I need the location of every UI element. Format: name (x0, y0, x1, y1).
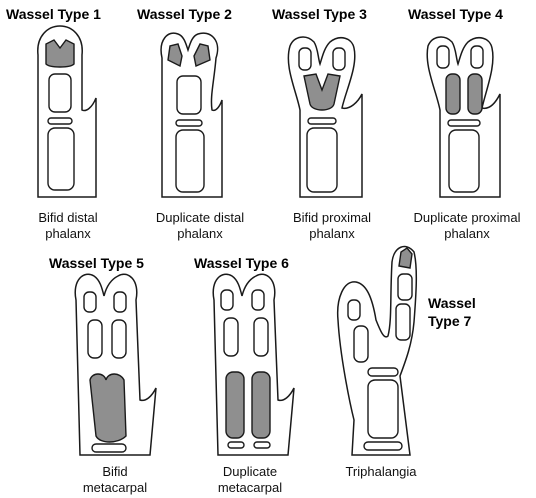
type-3-distal-phalanx-left (299, 48, 311, 70)
type-5-distal-phalanx-left (84, 292, 96, 312)
type-5-bifid-metacarpal (90, 374, 126, 442)
type-1-metacarpal (48, 128, 74, 190)
type-1-thumb (38, 26, 96, 197)
type-7-base (364, 442, 402, 450)
type-3-sesamoid (308, 118, 336, 124)
type-6-proximal-phalanx-right (254, 318, 268, 356)
type-4-thumb (427, 37, 500, 197)
type-2-proximal-phalanx (177, 76, 201, 114)
type-4-distal-phalanx-right (471, 46, 483, 68)
type-5-proximal-phalanx-left (88, 320, 102, 358)
type-3-distal-phalanx-right (333, 48, 345, 70)
type-4-proximal-phalanx-right (468, 74, 482, 114)
type-6-thumb (213, 274, 294, 455)
type-4-sesamoid (448, 120, 480, 126)
type-5-distal-phalanx-right (114, 292, 126, 312)
type-7-triphalangeal-proximal-phalanx (396, 304, 410, 340)
type-2-thumb (161, 33, 222, 197)
type-7-thumb (338, 247, 417, 455)
type-2-metacarpal (176, 130, 204, 192)
type-6-distal-phalanx-right (252, 290, 264, 310)
type-3-thumb (288, 37, 362, 197)
type-4-proximal-phalanx-left (446, 74, 460, 114)
type-1-proximal-phalanx (49, 74, 71, 112)
type-3-metacarpal (307, 128, 337, 192)
type-6-metacarpal-right (252, 372, 270, 438)
type-6-metacarpal-left (226, 372, 244, 438)
type-6-proximal-phalanx-left (224, 318, 238, 356)
type-5-proximal-phalanx-right (112, 320, 126, 358)
type-7-normal-distal-phalanx (348, 300, 360, 320)
type-5-base (92, 444, 126, 452)
type-2-sesamoid (176, 120, 202, 126)
type-4-metacarpal (449, 130, 479, 192)
type-4-distal-phalanx-left (437, 46, 449, 68)
type-7-normal-proximal-phalanx (354, 326, 368, 362)
type-7-sesamoid (368, 368, 398, 376)
type-7-triphalangeal-middle-phalanx (398, 274, 412, 300)
type-6-base-right (254, 442, 270, 448)
type-1-sesamoid (48, 118, 72, 124)
type-6-distal-phalanx-left (221, 290, 233, 310)
type-6-base-left (228, 442, 244, 448)
type-7-metacarpal (368, 380, 398, 438)
type-5-thumb (75, 274, 156, 455)
